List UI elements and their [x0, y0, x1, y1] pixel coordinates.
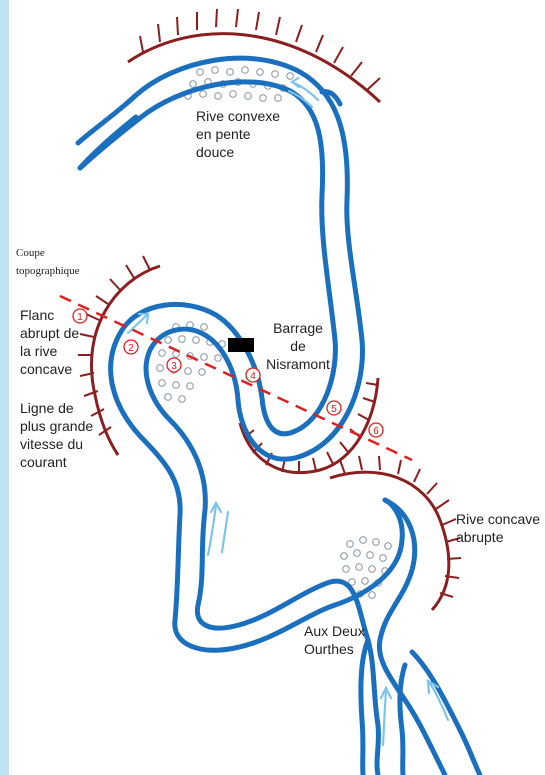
arrow-bottom-left	[208, 503, 228, 555]
marker-4-label: 4	[250, 371, 256, 382]
svg-text:Ligne de: Ligne de	[20, 400, 74, 416]
marker-6-label: 6	[373, 426, 379, 437]
label-barrage: Barrage de Nisramont	[266, 320, 330, 372]
svg-text:Nisramont: Nisramont	[266, 356, 330, 372]
marker-3-label: 3	[171, 361, 177, 372]
svg-text:Ourthes: Ourthes	[304, 641, 354, 657]
current-arrows	[128, 78, 448, 745]
svg-text:Flanc: Flanc	[20, 307, 54, 323]
label-rive-concave-abrupte: Rive concave abrupte	[456, 511, 540, 545]
marker-1-label: 1	[77, 312, 83, 323]
svg-text:de: de	[290, 338, 306, 354]
label-ligne-vitesse: Ligne de plus grande vitesse du courant	[20, 400, 93, 470]
svg-text:en pente: en pente	[196, 126, 251, 142]
marker-2-label: 2	[128, 343, 134, 354]
label-aux-deux-ourthes: Aux Deux Ourthes	[304, 623, 365, 657]
marker-5-label: 5	[331, 404, 337, 415]
arrow-bottom-mid	[381, 688, 391, 745]
dam-barrage-nisramont	[228, 338, 254, 352]
svg-text:Aux Deux: Aux Deux	[304, 623, 365, 639]
river-channel	[78, 58, 480, 775]
svg-text:concave: concave	[20, 361, 72, 377]
svg-text:la rive: la rive	[20, 343, 58, 359]
svg-text:Coupe: Coupe	[16, 247, 45, 259]
svg-text:douce: douce	[196, 144, 234, 160]
svg-text:Barrage: Barrage	[273, 320, 323, 336]
svg-text:vitesse du: vitesse du	[20, 436, 83, 452]
concave-bank-hatch-top	[128, 9, 380, 102]
svg-text:topographique: topographique	[16, 265, 80, 277]
river-bank-inner	[80, 82, 402, 650]
svg-text:abrupte: abrupte	[456, 529, 504, 545]
svg-text:Rive concave: Rive concave	[456, 511, 540, 527]
label-coupe-topographique: Coupe topographique	[16, 247, 80, 277]
label-rive-convexe: Rive convexe en pente douce	[196, 108, 280, 160]
label-flanc-abrupt: Flanc abrupt de la rive concave	[20, 307, 79, 377]
svg-text:plus grande: plus grande	[20, 418, 93, 434]
svg-text:courant: courant	[20, 454, 67, 470]
svg-text:Rive convexe: Rive convexe	[196, 108, 280, 124]
svg-text:abrupt de: abrupt de	[20, 325, 79, 341]
